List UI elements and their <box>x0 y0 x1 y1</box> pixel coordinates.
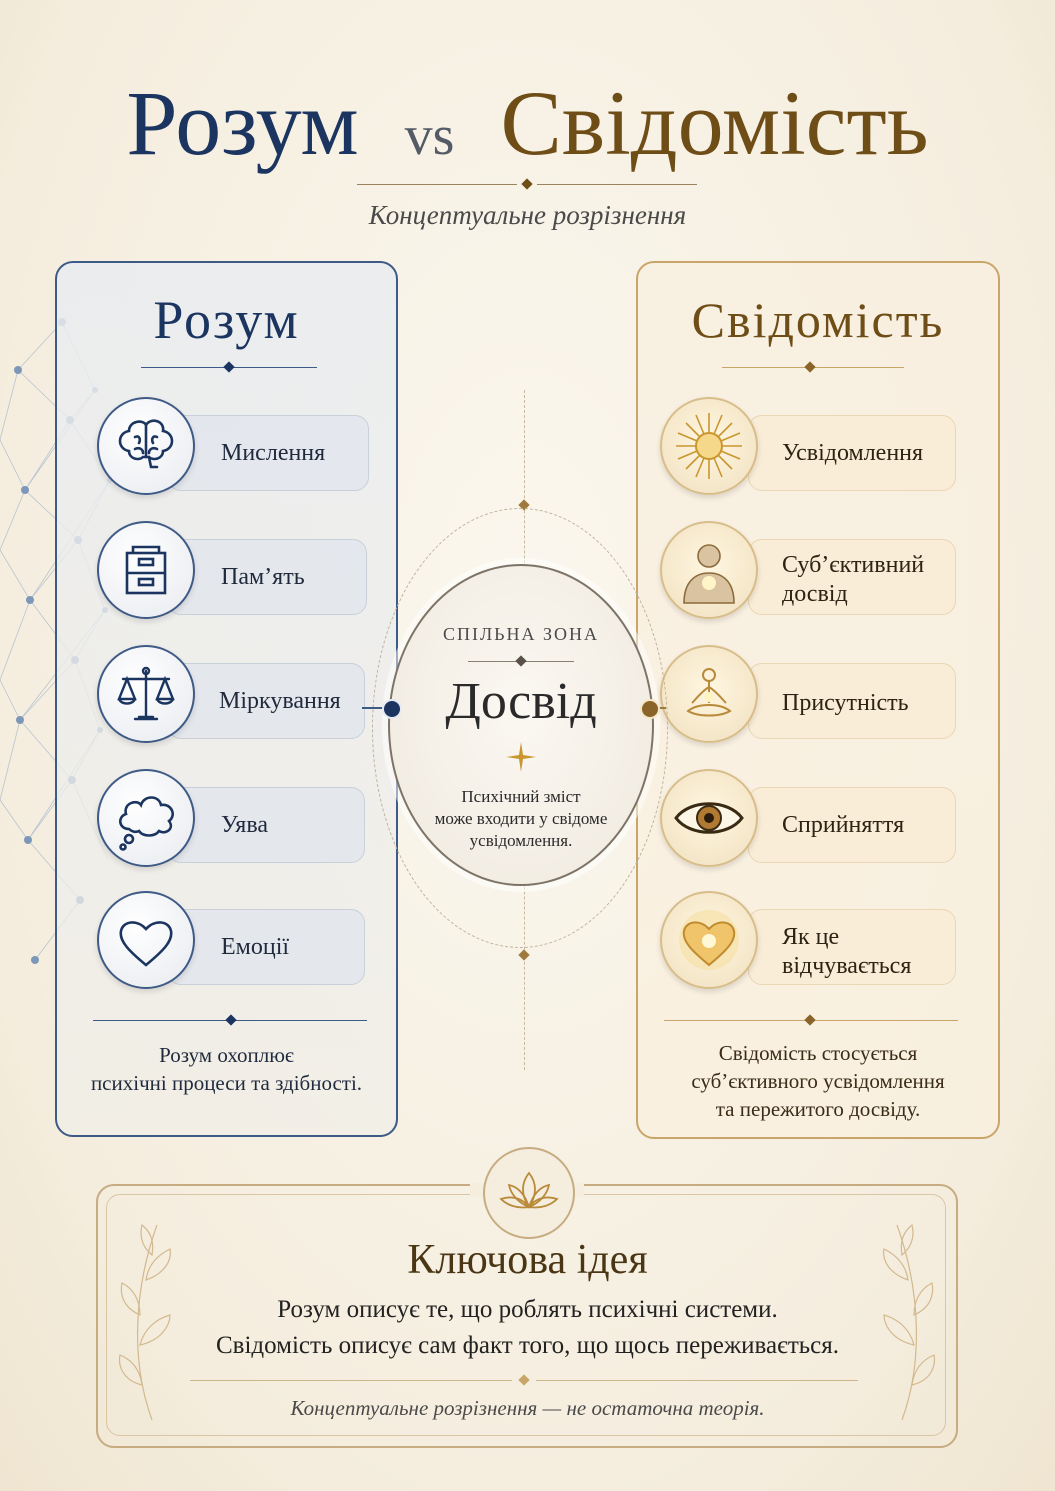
shared-zone-text: Психічний зміст може входити у свідоме у… <box>390 786 652 852</box>
key-idea-line-2: Свідомість описує сам факт того, що щось… <box>215 1332 839 1359</box>
consciousness-item-pill <box>748 663 956 739</box>
mind-footer-line-1: Розум охоплює <box>159 1043 294 1067</box>
scales-icon <box>97 645 195 743</box>
mind-item-label-imagination: Уява <box>221 812 268 838</box>
consciousness-item-label-what-it-feels-like: Як це відчувається <box>782 923 911 981</box>
consciousness-item-label-perception: Сприйняття <box>782 812 905 838</box>
shared-zone-label: СПІЛЬНА ЗОНА <box>442 624 600 644</box>
key-idea-divider-left <box>190 1380 512 1381</box>
mind-panel-footer: Розум охоплює психічні процеси та здібно… <box>57 1041 396 1097</box>
shared-zone-diamond <box>515 655 527 667</box>
consciousness-item-pill <box>748 415 956 491</box>
mind-item-pill <box>167 787 365 863</box>
title-divider-right <box>537 184 697 185</box>
consciousness-footer-line-3: та пережитого досвіду. <box>715 1097 921 1121</box>
shared-zone-text-line-3: усвідомлення. <box>469 831 573 850</box>
title-consciousness: Свідомість <box>500 72 929 174</box>
thought-cloud-icon <box>97 769 195 867</box>
mind-footer-diamond <box>225 1014 237 1026</box>
what-it-feels-like-line-2: відчувається <box>782 953 912 979</box>
consciousness-connector-dot <box>640 699 660 719</box>
key-idea-line-1: Розум описує те, що роблять психічні сис… <box>277 1296 778 1323</box>
key-idea-text: Розум описує те, що роблять психічні сис… <box>0 1292 1055 1364</box>
key-idea-note: Концептуальне розрізнення — не остаточна… <box>290 1396 765 1420</box>
center-ring <box>372 508 668 948</box>
mind-heading-diamond <box>223 361 235 373</box>
lotus-icon <box>483 1147 575 1239</box>
leaf-decoration-left <box>118 1223 171 1421</box>
axis-diamond-bottom <box>518 949 530 961</box>
title-mind: Розум <box>126 72 359 174</box>
key-idea-divider-right <box>536 1380 858 1381</box>
shared-zone-oval: СПІЛЬНА ЗОНА Досвід Психічний зміст може… <box>388 564 654 886</box>
brain-icon <box>97 397 195 495</box>
consciousness-panel: Свідомість Усвідомлення Суб’єктивний дос… <box>636 261 1000 1139</box>
title-divider-diamond <box>521 178 533 190</box>
file-cabinet-icon <box>97 521 195 619</box>
subjective-experience-line-2: досвід <box>782 581 848 607</box>
consciousness-panel-heading: Свідомість <box>691 292 945 348</box>
mind-item-pill <box>167 415 369 491</box>
subjective-experience-line-1: Суб’єктивний <box>782 552 925 578</box>
key-idea-title: Ключова ідея <box>407 1237 648 1283</box>
mind-item-label-emotions: Емоції <box>221 934 290 960</box>
consciousness-item-label-presence: Присутність <box>782 690 909 716</box>
leaf-decoration-right <box>883 1223 936 1421</box>
consciousness-footer-diamond <box>804 1014 816 1026</box>
consciousness-item-label-subjective-experience: Суб’єктивний досвід <box>782 551 924 609</box>
mind-item-pill <box>167 663 365 739</box>
consciousness-item-label-awareness: Усвідомлення <box>782 440 924 466</box>
mind-footer-line-2: психічні процеси та здібності. <box>90 1071 363 1095</box>
subtitle: Концептуальне розрізнення <box>368 200 687 230</box>
consciousness-heading-diamond <box>804 361 816 373</box>
shared-zone-text-line-2: може входити у свідоме <box>434 809 608 828</box>
consciousness-footer-line-2: суб’єктивного усвідомлення <box>691 1069 945 1093</box>
person-silhouette-icon <box>660 521 758 619</box>
shared-zone-title: Досвід <box>445 673 597 730</box>
mind-item-pill <box>167 539 367 615</box>
consciousness-footer-line-1: Свідомість стосується <box>718 1041 918 1065</box>
consciousness-item-pill <box>748 909 956 985</box>
mind-item-pill <box>167 909 365 985</box>
consciousness-panel-footer: Свідомість стосується суб’єктивного усві… <box>638 1039 998 1123</box>
mind-panel-heading: Розум <box>153 290 300 350</box>
sparkle-icon <box>506 742 536 772</box>
what-it-feels-like-line-1: Як це <box>782 924 840 950</box>
mind-item-label-thinking: Мислення <box>221 440 326 466</box>
mind-item-label-memory: Пам’ять <box>221 564 305 590</box>
glowing-heart-icon <box>660 891 758 989</box>
mind-connector-line <box>362 707 388 709</box>
sun-icon <box>660 397 758 495</box>
mind-connector-dot <box>382 699 402 719</box>
mind-item-label-reasoning: Міркування <box>219 688 341 714</box>
title-divider-left <box>357 184 517 185</box>
shared-zone-text-line-1: Психічний зміст <box>461 787 581 806</box>
heart-outline-icon <box>97 891 195 989</box>
mind-panel: Розум Мислення Пам’ять Міркування Уява Е… <box>55 261 398 1137</box>
meditation-icon <box>660 645 758 743</box>
eye-icon <box>660 769 758 867</box>
title-vs: vs <box>404 105 455 167</box>
